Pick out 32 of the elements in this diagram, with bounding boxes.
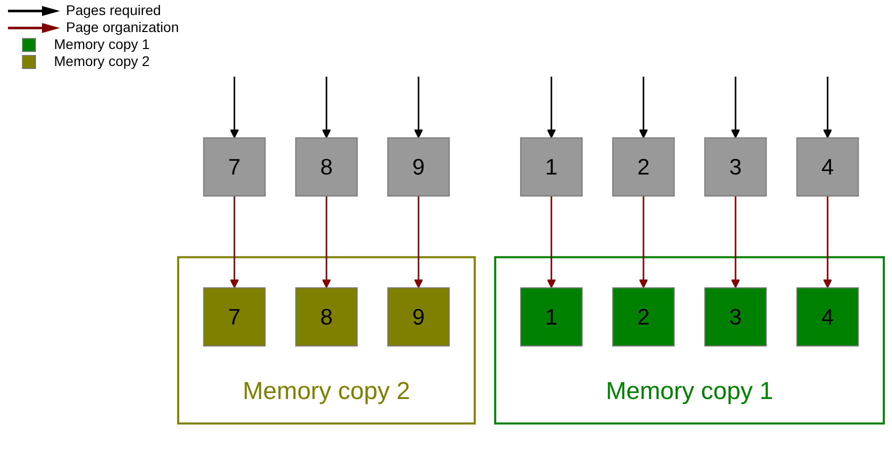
legend-label: Pages required: [66, 2, 161, 19]
arrow: [638, 76, 648, 138]
node-box: 7: [203, 287, 266, 347]
arrow: [414, 196, 424, 288]
node-box: 4: [796, 138, 859, 197]
node-box: 7: [203, 138, 266, 197]
arrow: [823, 196, 832, 288]
arrow: [731, 76, 740, 138]
arrow: [638, 196, 648, 288]
node-box: 1: [520, 138, 583, 197]
arrow: [546, 76, 556, 138]
node-box: 9: [387, 138, 450, 197]
arrow: [322, 76, 331, 138]
arrow: [230, 76, 239, 138]
node-box: 2: [612, 287, 675, 347]
node-box: 3: [704, 138, 767, 197]
arrow: [731, 196, 740, 288]
node-box: 8: [295, 138, 358, 197]
legend-label: Memory copy 2: [54, 53, 150, 70]
node-box: 9: [387, 287, 450, 347]
arrow: [322, 196, 331, 288]
node-box: 8: [295, 287, 358, 347]
arrow: [414, 76, 424, 138]
arrow: [546, 196, 556, 288]
legend-label: Memory copy 1: [54, 36, 150, 53]
node-box: 1: [520, 287, 583, 347]
arrow: [823, 76, 832, 138]
node-box: 2: [612, 138, 675, 197]
node-box: 3: [704, 287, 767, 347]
legend-label: Page organization: [66, 19, 179, 36]
arrow: [230, 196, 239, 288]
node-box: 4: [796, 287, 859, 347]
